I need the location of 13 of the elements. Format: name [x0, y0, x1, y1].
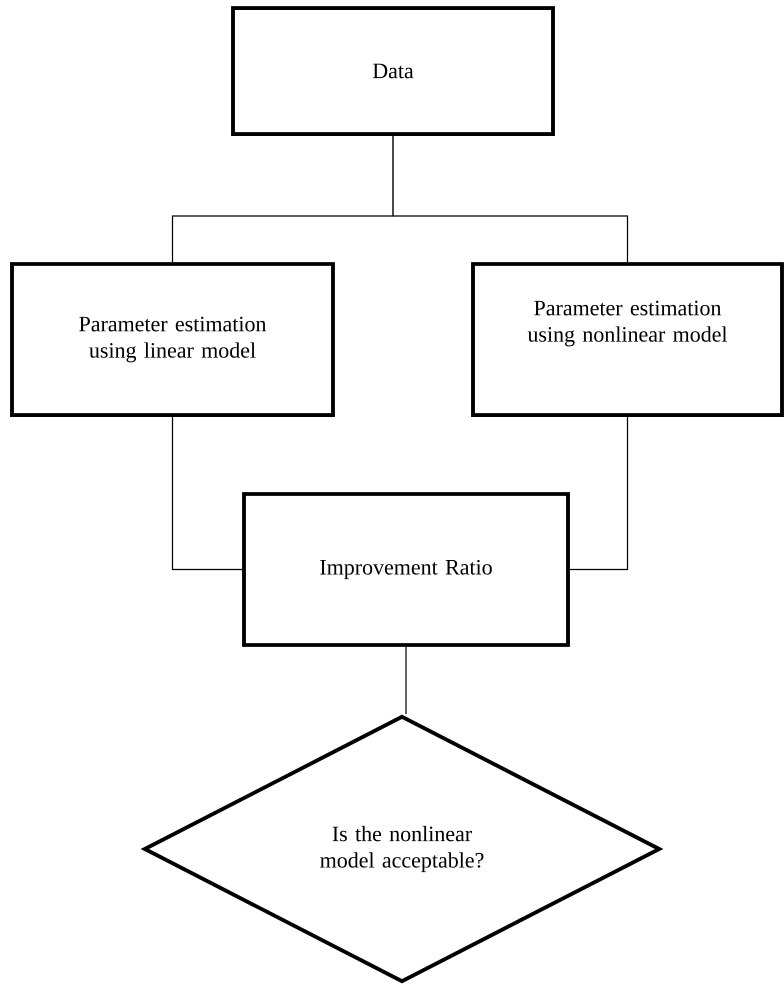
node-label: Data	[372, 64, 414, 78]
connector-line	[172, 416, 242, 570]
connector-line	[392, 136, 628, 262]
process-box	[10, 262, 335, 417]
node-label: Parameter estimation using linear model	[79, 316, 266, 362]
connector-line	[405, 646, 407, 714]
node-label: Improvement Ratio	[320, 560, 492, 580]
node-label: Is the nonlinear model acceptable?	[320, 826, 484, 872]
process-box	[242, 492, 570, 647]
node-label: Parameter estimation using nonlinear model	[528, 300, 728, 346]
process-box	[471, 262, 784, 417]
process-box	[231, 6, 555, 136]
connector-line	[570, 416, 628, 570]
